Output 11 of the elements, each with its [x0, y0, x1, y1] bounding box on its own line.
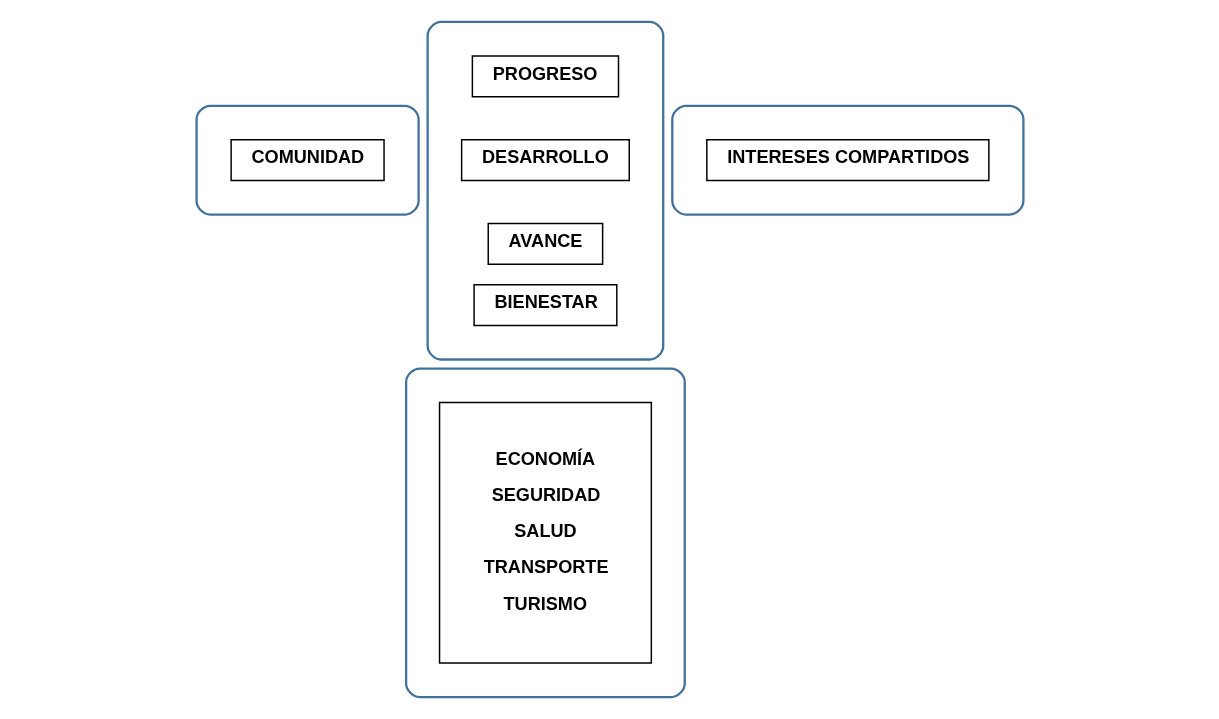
node-box: COMUNIDAD: [229, 139, 385, 182]
node-box: INTERESES COMPARTIDOS: [705, 139, 990, 182]
node-box: DESARROLLO: [460, 139, 630, 182]
node-box: BIENESTAR: [472, 284, 618, 327]
node-box: ECONOMÍA SEGURIDAD SALUD TRANSPORTE TURISMO: [438, 401, 652, 664]
cluster: [426, 20, 664, 361]
node-box: PROGRESO: [471, 55, 619, 98]
cluster: [670, 104, 1025, 216]
cluster: [194, 104, 420, 216]
cluster: [404, 367, 686, 699]
node-box: AVANCE: [487, 222, 603, 266]
